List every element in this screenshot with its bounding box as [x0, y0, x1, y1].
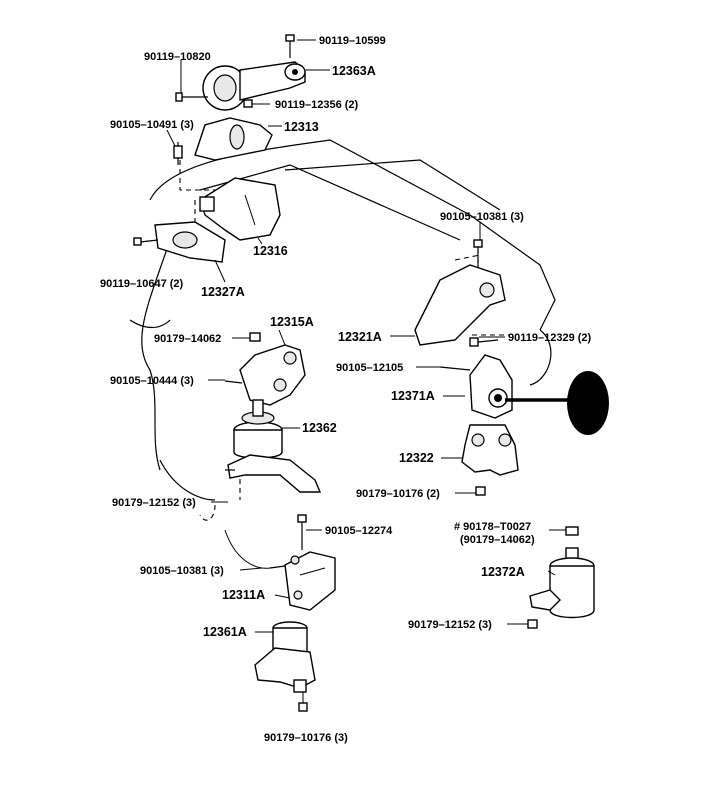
- label-90105-10381-mid: 90105–10381 (3): [140, 565, 224, 577]
- label-12321A: 12321A: [338, 330, 382, 344]
- label-90179-10176-right: 90179–10176 (2): [356, 488, 440, 500]
- label-90179-10176-bottom: 90179–10176 (3): [264, 732, 348, 744]
- label-12372A: 12372A: [481, 565, 525, 579]
- mount-12363A: [175, 34, 306, 111]
- bracket-12313: [173, 117, 273, 165]
- bracket-12311A: [269, 514, 336, 611]
- label-90179-14062: 90179–14062: [154, 333, 221, 345]
- bracket-12315A: [224, 332, 306, 406]
- label-12315A: 12315A: [270, 315, 314, 329]
- labels: 90119–10599 90119–10820 12363A 90119–123…: [100, 35, 592, 744]
- mount-12372A: [527, 526, 595, 629]
- label-90105-10444: 90105–10444 (3): [110, 375, 194, 387]
- label-90119-12329: 90119–12329 (2): [508, 332, 592, 344]
- label-12362: 12362: [302, 421, 337, 435]
- label-12363A: 12363A: [332, 64, 376, 78]
- mount-12322: [461, 424, 519, 496]
- label-90119-10599: 90119–10599: [319, 35, 386, 47]
- label-90105-12274: 90105–12274: [325, 525, 393, 537]
- label-90105-10381-top: 90105–10381 (3): [440, 211, 524, 223]
- label-90105-10491: 90105–10491 (3): [110, 119, 194, 131]
- label-90178-T0027: # 90178–T0027: [454, 521, 531, 533]
- mount-12362: [225, 399, 322, 493]
- label-90179-14062-paren: (90179–14062): [460, 534, 535, 546]
- label-90119-10820: 90119–10820: [144, 51, 211, 63]
- label-12327A: 12327A: [201, 285, 245, 299]
- label-12371A: 12371A: [391, 389, 435, 403]
- mount-12361A: [254, 621, 316, 712]
- leader-lines: [166, 39, 566, 633]
- label-90179-12152-right: 90179–12152 (3): [408, 619, 492, 631]
- label-12313: 12313: [284, 120, 319, 134]
- bracket-12327A: [133, 221, 226, 263]
- label-12316: 12316: [253, 244, 288, 258]
- label-90105-12105: 90105–12105: [336, 362, 403, 374]
- label-90119-12356: 90119–12356 (2): [275, 99, 359, 111]
- label-90119-10647: 90119–10647 (2): [100, 278, 184, 290]
- mount-12371A: [439, 337, 609, 435]
- label-90179-12152-left: 90179–12152 (3): [112, 497, 196, 509]
- label-12361A: 12361A: [203, 625, 247, 639]
- label-12322: 12322: [399, 451, 434, 465]
- label-12311A: 12311A: [222, 588, 265, 602]
- bracket-12321A: [414, 239, 506, 346]
- bracket-12316: [199, 177, 281, 241]
